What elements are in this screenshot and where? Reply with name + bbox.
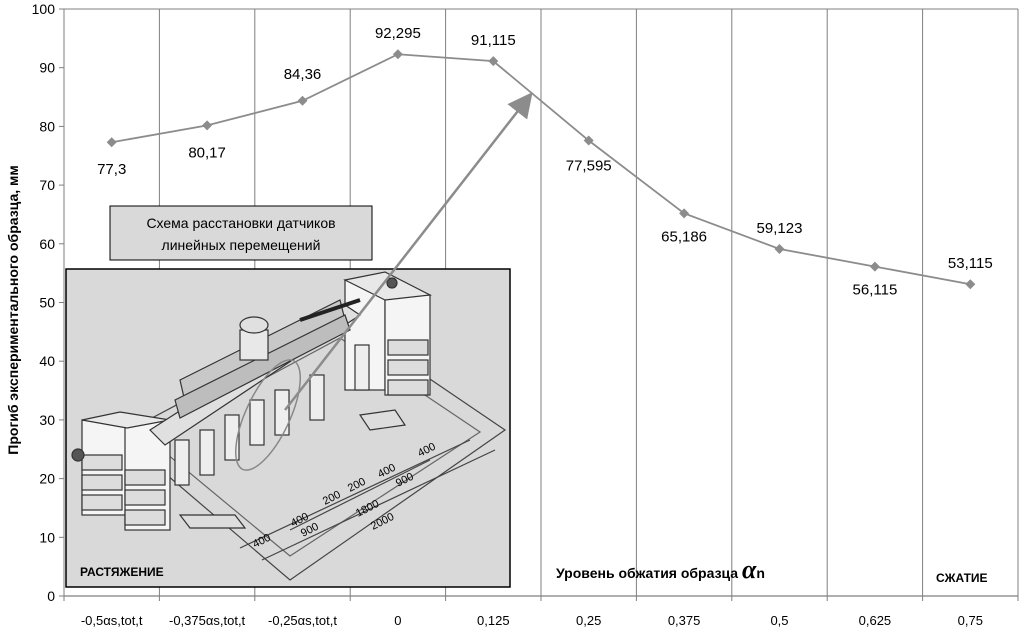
x-axis-label-text: Уровень обжатия образца bbox=[556, 565, 742, 581]
x-tick-label: 0,625 bbox=[859, 613, 892, 628]
data-point bbox=[297, 95, 308, 106]
y-tick-label: 40 bbox=[39, 353, 55, 369]
y-tick-label: 0 bbox=[47, 588, 55, 604]
callout-line-1: Схема расстановки датчиков bbox=[146, 215, 335, 231]
data-point bbox=[774, 243, 785, 254]
x-tick-label: 0,75 bbox=[958, 613, 983, 628]
data-labels: 77,3 80,17 84,36 92,295 91,115 77,595 65,186 59… bbox=[97, 25, 993, 298]
y-tick-label: 80 bbox=[39, 118, 55, 134]
y-axis-ticks: 0 10 20 30 40 50 60 70 80 90 100 bbox=[32, 1, 64, 604]
y-tick-label: 20 bbox=[39, 471, 55, 487]
compression-label: СЖАТИЕ bbox=[936, 571, 988, 585]
x-axis-ticks: -0,5αs,tot,t -0,375αs,tot,t -0,25αs,tot,t 0… bbox=[63, 596, 1019, 628]
x-tick-label: 0,125 bbox=[477, 613, 510, 628]
y-tick-label: 90 bbox=[39, 60, 55, 76]
data-point bbox=[488, 56, 499, 67]
alpha-symbol: α bbox=[742, 555, 757, 584]
x-tick-label: 0,25 bbox=[576, 613, 601, 628]
data-point bbox=[202, 120, 213, 131]
x-axis-label: Уровень обжатия образца αn bbox=[556, 555, 765, 584]
data-label: 56,115 bbox=[853, 282, 898, 299]
callout-line-2: линейных перемещений bbox=[162, 237, 321, 253]
data-point bbox=[106, 137, 117, 148]
data-label: 91,115 bbox=[471, 32, 516, 49]
x-tick-label: -0,375αs,tot,t bbox=[169, 613, 246, 628]
x-tick-label: 0,375 bbox=[668, 613, 701, 628]
data-point bbox=[583, 135, 594, 146]
data-label: 77,595 bbox=[566, 158, 612, 175]
data-point bbox=[965, 279, 976, 290]
x-axis-label-subscript: n bbox=[756, 565, 765, 581]
x-tick-label: -0,5αs,tot,t bbox=[81, 613, 143, 628]
data-point bbox=[679, 208, 690, 219]
data-label: 77,3 bbox=[97, 161, 126, 178]
series-line bbox=[111, 53, 971, 286]
inset-illustration: 400 400 400 900 900 1800 2000 200 200 40… bbox=[65, 205, 511, 588]
pointer-arrow bbox=[284, 92, 533, 411]
y-tick-label: 100 bbox=[32, 1, 56, 17]
callout-box bbox=[109, 205, 373, 261]
data-label: 84,36 bbox=[284, 66, 322, 83]
y-tick-label: 10 bbox=[39, 529, 55, 545]
tension-label: РАСТЯЖЕНИЕ bbox=[80, 565, 164, 579]
series-markers bbox=[106, 49, 976, 290]
y-tick-label: 50 bbox=[39, 295, 55, 311]
data-label: 80,17 bbox=[188, 144, 226, 161]
y-tick-label: 60 bbox=[39, 236, 55, 252]
data-point bbox=[869, 261, 880, 272]
data-point bbox=[392, 49, 403, 60]
x-tick-label: 0,5 bbox=[770, 613, 788, 628]
data-label: 92,295 bbox=[375, 25, 421, 42]
data-label: 53,115 bbox=[948, 255, 993, 272]
x-tick-label: -0,25αs,tot,t bbox=[268, 613, 337, 628]
data-label: 65,186 bbox=[661, 228, 707, 245]
y-axis-label: Прогиб экспериментального образца, мм bbox=[5, 165, 21, 454]
x-tick-label: 0 bbox=[394, 613, 401, 628]
y-tick-label: 70 bbox=[39, 177, 55, 193]
data-label: 59,123 bbox=[757, 220, 803, 237]
machine-drawing bbox=[71, 271, 507, 581]
y-tick-label: 30 bbox=[39, 412, 55, 428]
